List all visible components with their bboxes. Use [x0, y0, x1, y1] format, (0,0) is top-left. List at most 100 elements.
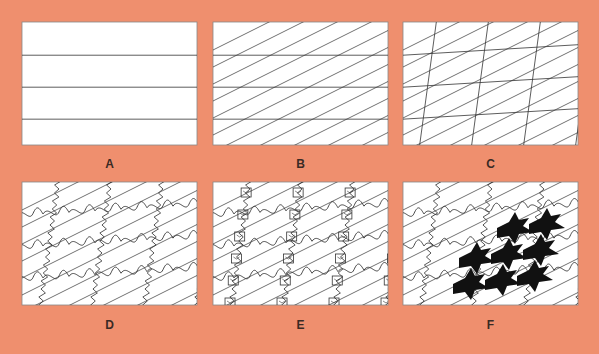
square-mark	[347, 191, 353, 193]
grid-line	[441, 182, 578, 305]
panel-letter: C	[471, 157, 511, 171]
small-square	[335, 254, 345, 263]
bird-shape	[491, 238, 527, 270]
square-mark	[227, 301, 233, 303]
bird-shape	[529, 208, 565, 240]
grid-line	[577, 182, 578, 305]
square-mark	[230, 279, 236, 281]
grid-line	[471, 22, 489, 145]
square-mark	[334, 279, 340, 281]
grid-line	[403, 76, 578, 87]
grid-line	[407, 182, 578, 305]
grid-line	[475, 22, 578, 145]
grid-line	[60, 182, 197, 305]
small-square	[241, 188, 251, 197]
square-mark	[295, 191, 301, 193]
grid-line	[403, 182, 578, 305]
grid-line	[22, 182, 197, 305]
small-square	[332, 276, 342, 285]
grid-line	[403, 22, 578, 145]
bird-shape	[497, 212, 533, 244]
grid-line	[217, 182, 388, 305]
grid-line	[251, 182, 388, 305]
grid-line	[217, 22, 388, 145]
grid-line	[577, 22, 578, 145]
grid-line	[319, 182, 388, 305]
bird-shape	[485, 264, 521, 296]
small-square	[387, 254, 388, 263]
small-square	[293, 188, 303, 197]
wavy-line	[213, 261, 388, 280]
grid-line	[575, 22, 578, 145]
panel	[17, 22, 202, 145]
grid-line	[353, 22, 388, 145]
grid-line	[22, 182, 197, 305]
panel-frame	[22, 22, 197, 145]
grid-line	[285, 22, 388, 145]
grid-line	[213, 22, 307, 145]
panel-content	[22, 182, 197, 305]
square-mark	[386, 279, 388, 281]
grid-line	[403, 182, 565, 305]
square-mark	[279, 301, 285, 303]
small-square	[228, 276, 238, 285]
small-square	[283, 254, 293, 263]
grid-line	[509, 182, 578, 305]
panel-letter: B	[281, 157, 321, 171]
square-mark	[383, 301, 388, 303]
grid-line	[213, 22, 341, 145]
grid-line	[387, 182, 388, 305]
grid-line	[387, 22, 388, 145]
small-square	[280, 276, 290, 285]
grid-line	[319, 22, 388, 145]
grid-line	[213, 182, 307, 305]
grid-line	[353, 182, 388, 305]
square-mark	[240, 213, 246, 215]
panel-content	[213, 22, 388, 145]
grid-line	[196, 182, 197, 305]
bird-shape	[459, 242, 495, 274]
bird-shape	[517, 260, 553, 292]
grid-line	[475, 182, 578, 305]
small-square	[231, 254, 241, 263]
square-mark	[285, 257, 291, 259]
wavy-line	[403, 229, 578, 248]
grid-line	[22, 87, 197, 88]
small-square	[329, 298, 339, 305]
grid-line	[213, 182, 388, 305]
grid-line	[407, 22, 578, 145]
grid-line	[403, 182, 578, 305]
bird-shape	[523, 234, 559, 266]
grid-line	[403, 22, 578, 145]
grid-line	[213, 55, 388, 56]
panel-letter: F	[471, 318, 511, 332]
small-square	[238, 210, 248, 219]
small-square	[342, 210, 352, 219]
square-mark	[344, 213, 350, 215]
grid-line	[22, 182, 116, 305]
small-square	[381, 298, 388, 305]
grid-line	[251, 22, 388, 145]
wavy-line	[22, 229, 197, 248]
panel-content	[403, 182, 578, 305]
grid-line	[162, 182, 197, 305]
grid-line	[543, 22, 578, 145]
panel-content	[403, 22, 578, 145]
small-square	[287, 232, 297, 241]
square-mark	[341, 235, 347, 237]
wavy-line	[213, 229, 388, 248]
grid-line	[403, 108, 578, 119]
panel	[203, 17, 599, 150]
grid-line	[509, 22, 578, 145]
square-mark	[289, 235, 295, 237]
grid-line	[94, 182, 197, 305]
small-square	[235, 232, 245, 241]
square-mark	[233, 257, 239, 259]
square-mark	[282, 279, 288, 281]
small-square	[384, 276, 388, 285]
small-square	[277, 298, 287, 305]
square-mark	[331, 301, 337, 303]
grid-line	[403, 182, 497, 305]
panel-letter: D	[90, 318, 130, 332]
